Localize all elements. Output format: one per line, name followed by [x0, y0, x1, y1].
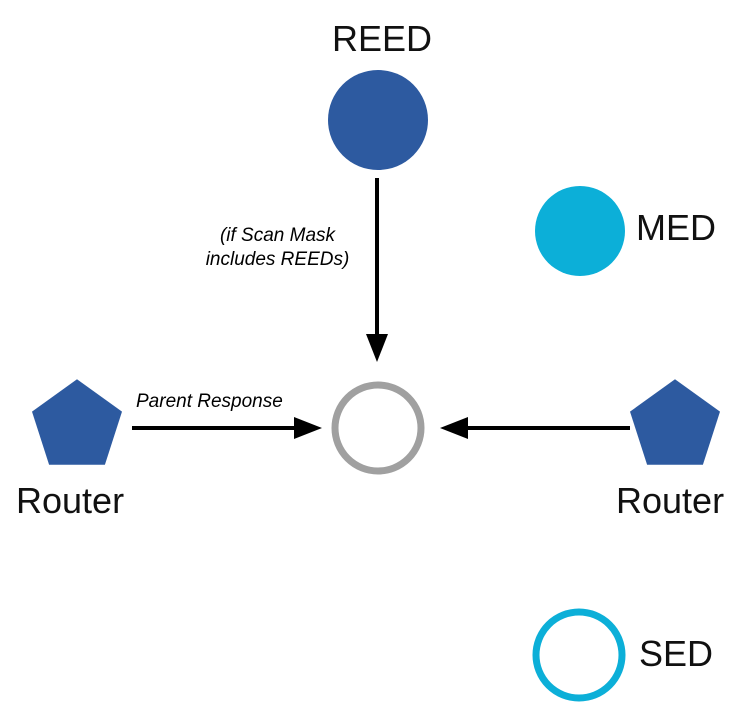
down-arrow-icon — [366, 178, 388, 362]
hollow-circle-icon — [331, 381, 425, 475]
sed-label: SED — [639, 633, 714, 674]
center-device-node[interactable] — [331, 381, 425, 475]
router-left-node[interactable] — [32, 377, 122, 467]
reed-node[interactable] — [328, 70, 428, 170]
edge-label-scan-mask-line2: includes REEDs) — [205, 249, 350, 270]
edge-label-scan-mask-line1: (if Scan Mask — [219, 225, 336, 246]
sed-node[interactable] — [532, 608, 626, 702]
edge-router-right-to-center — [438, 412, 630, 444]
edge-label-parent-response: Parent Response — [136, 391, 283, 412]
left-arrow-icon — [440, 417, 630, 439]
router-right-node[interactable] — [630, 377, 720, 467]
right-arrow-icon — [132, 417, 322, 439]
hollow-circle-icon — [532, 608, 626, 702]
edge-label-scan-mask: (if Scan Mask includes REEDs) — [190, 224, 365, 272]
filled-circle-icon — [328, 70, 428, 170]
router-right-label: Router — [616, 480, 725, 521]
reed-label: REED — [332, 18, 433, 59]
edge-reed-to-center — [360, 178, 396, 364]
filled-circle-icon — [535, 186, 625, 276]
med-label: MED — [636, 207, 716, 248]
pentagon-icon — [32, 379, 122, 465]
med-node[interactable] — [535, 186, 625, 276]
router-left-label: Router — [16, 480, 125, 521]
edge-router-left-to-center — [132, 412, 327, 444]
pentagon-icon — [630, 379, 720, 465]
